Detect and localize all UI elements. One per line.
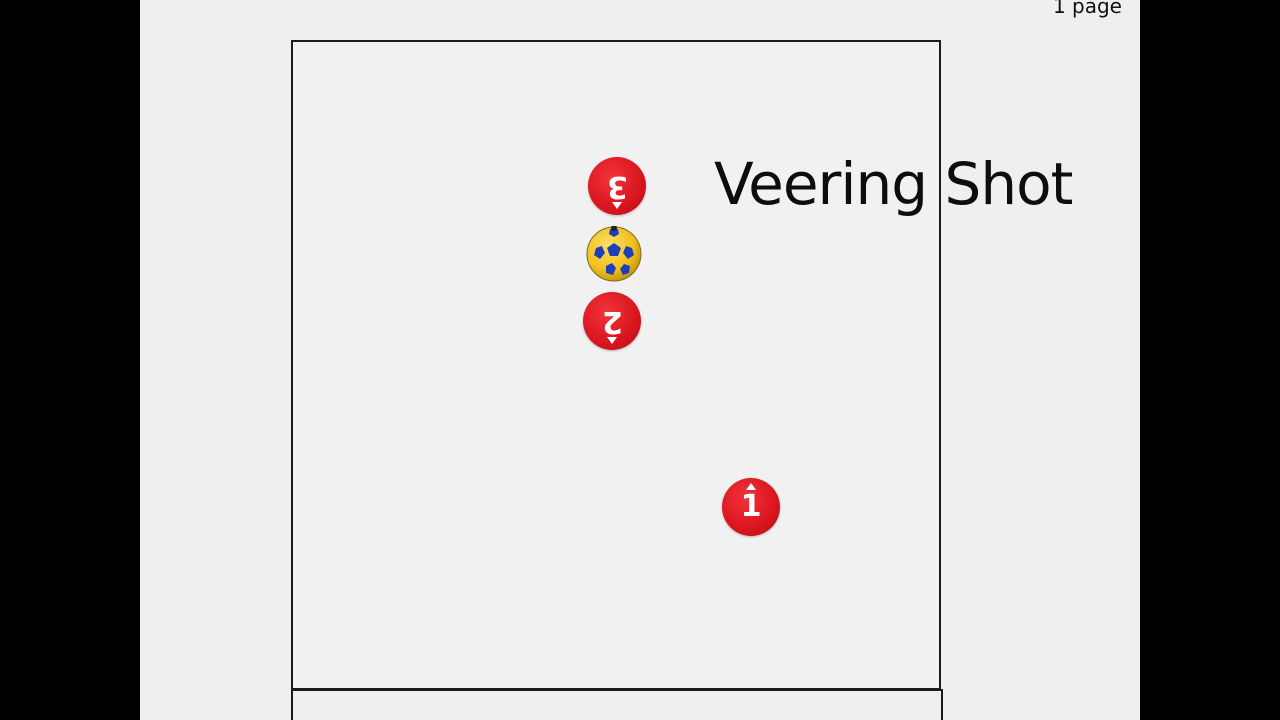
diagram-page: 1 page Veering Shot 3 (140, 0, 1140, 720)
diagram-title: Veering Shot (714, 150, 1073, 218)
direction-arrow-icon (607, 337, 617, 344)
player-number: 3 (606, 169, 628, 204)
page-label: 1 page (1052, 0, 1122, 18)
direction-arrow-icon (746, 483, 756, 490)
player-1-marker: 1 (722, 478, 780, 536)
player-2-marker: 2 (583, 292, 641, 350)
court-outline (291, 40, 941, 690)
ball-icon (586, 226, 642, 282)
direction-arrow-icon (612, 202, 622, 209)
player-number: 2 (601, 304, 623, 339)
court-bottom-section (291, 689, 943, 720)
player-3-marker: 3 (588, 157, 646, 215)
player-number: 1 (740, 489, 762, 524)
